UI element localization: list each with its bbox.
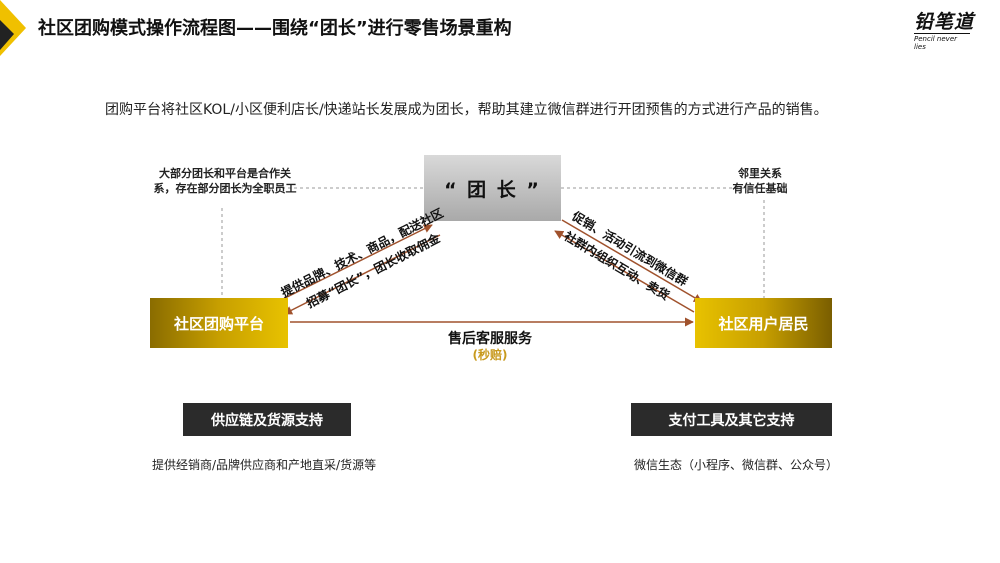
node-tuanzhang: “ 团 长 ” bbox=[424, 155, 561, 221]
logo-subtext: Pencil never lies bbox=[914, 33, 970, 51]
node-resident: 社区用户居民 bbox=[695, 298, 832, 348]
corner-dark-triangle bbox=[0, 20, 14, 50]
edge-label-service-sub: (秒赔) bbox=[472, 348, 508, 362]
arrow-platform-to-leader-2 bbox=[283, 234, 441, 315]
note-left: 大部分团长和平台是合作关系，存在部分团长为全职员工 bbox=[153, 167, 297, 195]
payment-tools-desc: 微信生态（小程序、微信群、公众号） bbox=[634, 458, 839, 472]
note-right-line1: 邻里关系 bbox=[738, 167, 782, 180]
arrow-leader-to-resident-1 bbox=[561, 219, 703, 303]
arrow-leader-to-resident-2 bbox=[554, 230, 695, 313]
corner-decoration bbox=[0, 0, 26, 56]
logo-text: 铅笔道 bbox=[914, 11, 975, 33]
brand-logo: 铅笔道 Pencil never lies bbox=[914, 11, 986, 51]
arrow-platform-to-leader-1 bbox=[276, 224, 433, 303]
note-right: 邻里关系 有信任基础 bbox=[705, 166, 815, 196]
note-right-line2: 有信任基础 bbox=[732, 182, 788, 195]
supply-chain-desc: 提供经销商/品牌供应商和产地直采/货源等 bbox=[152, 458, 377, 472]
node-platform: 社区团购平台 bbox=[150, 298, 288, 348]
supply-chain-box: 供应链及货源支持 bbox=[183, 403, 351, 436]
edge-label-service: 售后客服服务 bbox=[448, 331, 532, 347]
payment-tools-box: 支付工具及其它支持 bbox=[631, 403, 832, 436]
intro-text: 团购平台将社区KOL/小区便利店长/快递站长发展成为团长，帮助其建立微信群进行开… bbox=[105, 102, 828, 118]
page-title: 社区团购模式操作流程图——围绕“团长”进行零售场景重构 bbox=[38, 18, 512, 39]
